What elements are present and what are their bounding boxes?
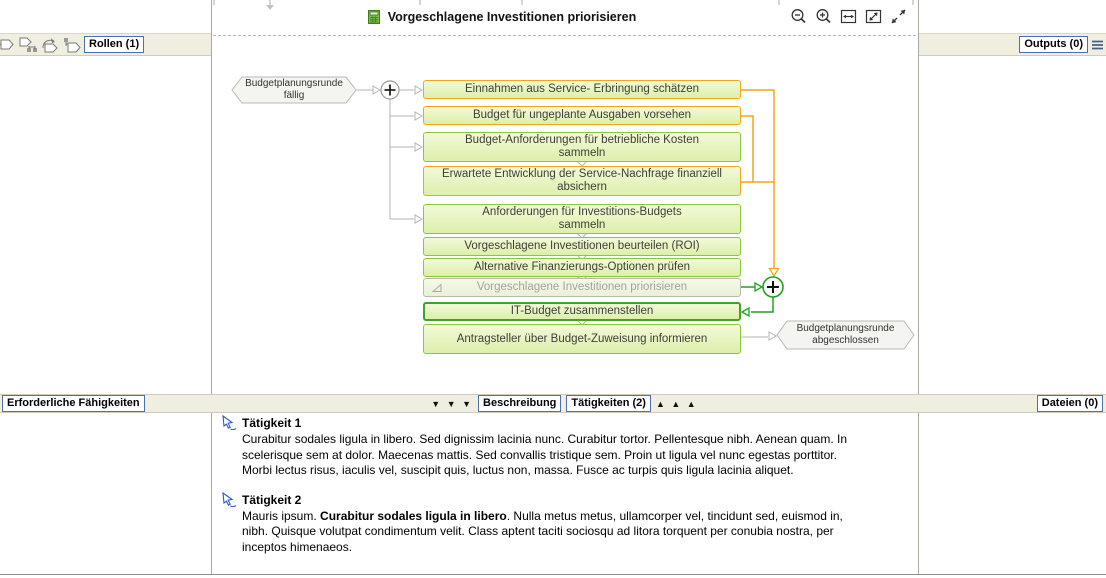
process-diagram-canvas: Budgetplanungsrunde fällig Budgetplanung… [211, 0, 918, 394]
activity-title: Tätigkeit 2 [242, 492, 302, 507]
task-investitionen-beurteilen[interactable]: Vorgeschlagene Investitionen beurteilen … [423, 237, 741, 256]
panel-separator-left [211, 0, 212, 575]
task-investitionen-priorisieren-current[interactable]: Vorgeschlagene Investitionen priorisiere… [423, 278, 741, 297]
tab-taetigkeiten[interactable]: Tätigkeiten (2) [566, 395, 651, 412]
activity-cursor-icon [222, 415, 237, 430]
activity-item-2: Tätigkeit 2 Mauris ipsum. Curabitur soda… [222, 491, 882, 556]
diagram-titlebar: Vorgeschlagene Investitionen priorisiere… [212, 0, 918, 33]
bottom-section-bar: Erforderliche Fähigkeiten ▼ ▼ ▼ Beschrei… [0, 394, 1106, 413]
zoom-out-button[interactable] [790, 8, 808, 26]
activity-title: Tätigkeit 1 [242, 416, 302, 430]
roles-panel-button[interactable]: Rollen (1) [84, 36, 145, 53]
skills-panel-button[interactable]: Erforderliche Fähigkeiten [2, 395, 145, 412]
activity-item-1: Tätigkeit 1 Curabitur sodales ligula in … [222, 415, 882, 479]
page-bottom-border [0, 574, 1106, 575]
collapse-down-icons[interactable]: ▼ ▼ ▼ [431, 398, 474, 409]
files-panel-button[interactable]: Dateien (0) [1036, 395, 1103, 412]
titlebar-dashed-divider [213, 35, 916, 36]
task-budget-anforderungen-sammeln[interactable]: Budget-Anforderungen für betriebliche Ko… [423, 132, 741, 162]
zoom-in-button[interactable] [815, 8, 833, 26]
task-service-nachfrage-absichern[interactable]: Erwartete Entwicklung der Service-Nachfr… [423, 166, 741, 196]
roles-strip: Rollen (1) [0, 33, 211, 56]
maximize-button[interactable] [890, 8, 908, 26]
description-tabs: ▼ ▼ ▼ Beschreibung Tätigkeiten (2) ▲ ▲ ▲ [211, 395, 918, 412]
outputs-panel-button[interactable]: Outputs (0) [1019, 36, 1088, 53]
activities-list: Tätigkeit 1 Curabitur sodales ligula in … [222, 415, 882, 569]
activity-text: Curabitur sodales ligula in libero. Sed … [242, 432, 848, 478]
process-decomposition-icon[interactable] [18, 36, 38, 53]
task-einnahmen-schaetzen[interactable]: Einnahmen aus Service- Erbringung schätz… [423, 80, 741, 99]
next-process-icon[interactable] [62, 36, 82, 53]
outputs-strip: Outputs (0) [919, 33, 1106, 56]
current-step-triangle-icon [432, 283, 442, 292]
activity-text: Mauris ipsum. Curabitur sodales ligula i… [242, 508, 843, 554]
zoom-toolbar [790, 8, 918, 26]
previous-process-icon[interactable] [40, 36, 60, 53]
fit-width-button[interactable] [840, 8, 858, 26]
panel-separator-right [918, 0, 919, 575]
list-menu-icon[interactable] [1091, 38, 1105, 52]
activity-cursor-icon [222, 491, 237, 507]
diagram-title-group: Vorgeschlagene Investitionen priorisiere… [366, 9, 636, 25]
task-antragsteller-informieren[interactable]: Antragsteller über Budget-Zuweisung info… [423, 324, 741, 354]
tab-beschreibung[interactable]: Beschreibung [478, 395, 562, 412]
connector-layer [213, 0, 915, 350]
task-finanzierungs-optionen[interactable]: Alternative Finanzierungs-Optionen prüfe… [423, 258, 741, 277]
process-overview-icon[interactable] [0, 36, 16, 53]
fit-page-button[interactable] [865, 8, 883, 26]
task-budget-ungeplante-ausgaben[interactable]: Budget für ungeplante Ausgaben vorsehen [423, 106, 741, 125]
task-investitions-budgets-sammeln[interactable]: Anforderungen für Investitions-Budgets s… [423, 204, 741, 234]
task-it-budget-zusammenstellen[interactable]: IT-Budget zusammenstellen [423, 302, 741, 321]
page-title: Vorgeschlagene Investitionen priorisiere… [387, 9, 637, 24]
process-calculator-icon [367, 9, 380, 24]
collapse-up-icons[interactable]: ▲ ▲ ▲ [655, 398, 698, 409]
